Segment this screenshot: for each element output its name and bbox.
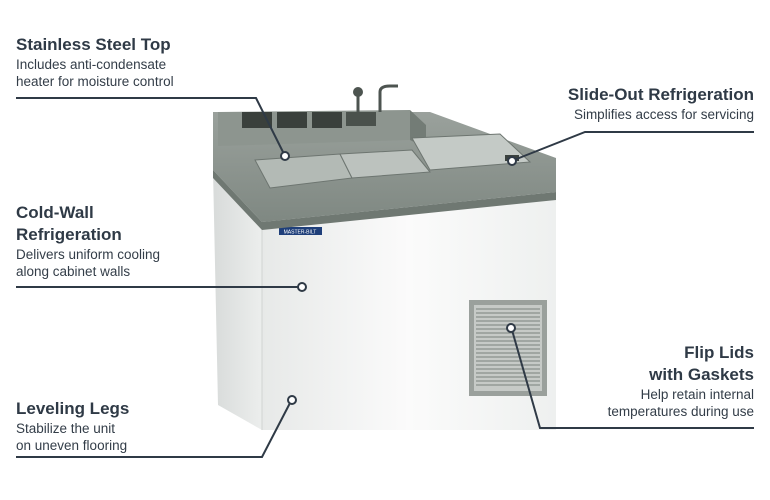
callout-description-line: heater for moisture control [16, 74, 174, 89]
callout-title-line: with Gaskets [649, 365, 754, 384]
callout-description-line: Stabilize the unit [16, 421, 116, 436]
dot-slideout [507, 156, 517, 166]
leader-stainless [16, 97, 285, 155]
lid-right [411, 133, 532, 171]
leader-fliplids [511, 329, 754, 429]
callout-description-line: Includes anti-condensate [16, 57, 167, 72]
callout-flip-lids: Flip Lids with Gaskets Help retain inter… [608, 342, 754, 420]
callout-title: Slide-Out Refrigeration [567, 85, 754, 104]
leader-leveling [16, 402, 291, 458]
dot-leveling [287, 395, 297, 405]
faucet [356, 84, 398, 112]
callout-title-line: Refrigeration [16, 225, 122, 244]
callout-title: Stainless Steel Top [16, 35, 171, 54]
brand-badge [279, 227, 322, 235]
cabinet-side [213, 170, 262, 430]
dot-fliplids [506, 323, 516, 333]
callout-description-line: Simplifies access for servicing [573, 107, 754, 122]
leader-lines [16, 97, 754, 458]
callout-description-line: temperatures during use [607, 404, 754, 419]
vent-grille [469, 300, 547, 396]
callout-title: Leveling Legs [16, 399, 130, 418]
callout-slide-out-refrigeration: Slide-Out Refrigeration Simplifies acces… [568, 84, 754, 123]
brand-badge-text: MASTER-BILT [284, 230, 317, 236]
callout-dots [280, 151, 517, 405]
callout-description-line: on uneven flooring [16, 438, 128, 453]
callout-leveling-legs: Leveling Legs Stabilize the unit on unev… [16, 398, 129, 454]
callout-description-line: Help retain internal [640, 387, 754, 402]
dot-coldwall [297, 282, 307, 292]
lid-center [339, 149, 431, 179]
callout-description-line: Delivers uniform cooling [16, 247, 161, 262]
callout-stainless-steel-top: Stainless Steel Top Includes anti-conden… [16, 34, 174, 90]
callout-title-line: Cold-Wall [16, 203, 94, 222]
leader-slideout [513, 131, 754, 161]
dot-stainless [280, 151, 290, 161]
callout-title-line: Flip Lids [684, 343, 754, 362]
freezer-cabinet: MASTER-BILT [213, 170, 556, 430]
callout-cold-wall-refrigeration: Cold-Wall Refrigeration Delivers uniform… [16, 202, 160, 280]
callout-description-line: along cabinet walls [16, 264, 131, 279]
